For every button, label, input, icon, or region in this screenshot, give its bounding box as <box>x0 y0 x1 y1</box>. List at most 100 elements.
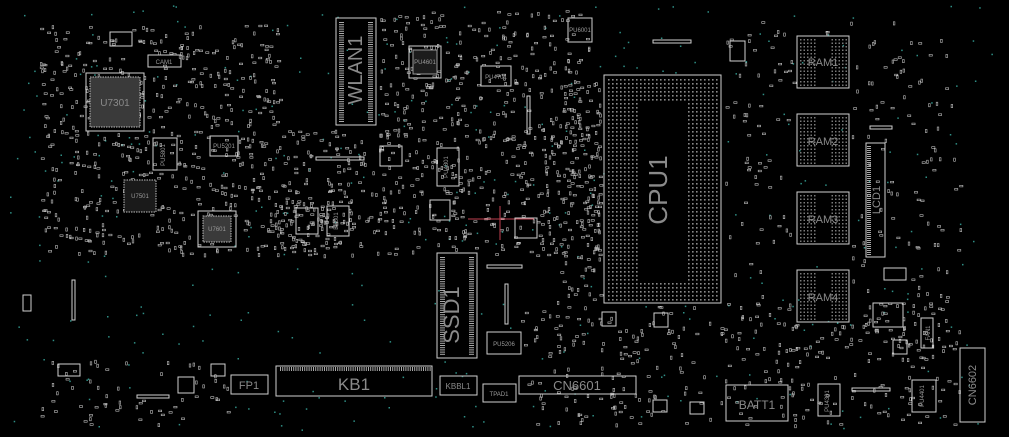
via <box>590 285 593 288</box>
cpu-ball <box>632 223 634 225</box>
smd-pad <box>581 221 584 226</box>
smd-pad <box>832 402 837 406</box>
cpu-ball <box>696 247 698 249</box>
pu4301-chip[interactable]: PU4301 <box>817 383 841 417</box>
smd-pad <box>267 100 272 103</box>
cam1-connector[interactable]: CAM1 <box>147 54 182 68</box>
lcd-pin <box>867 162 871 163</box>
smd-pad <box>908 388 911 393</box>
lcd1-connector[interactable]: LCD1 <box>865 142 886 258</box>
ssd-pin <box>469 314 474 316</box>
smd-pad <box>945 54 948 58</box>
smd-pad <box>749 262 754 266</box>
ram-ball <box>800 237 802 239</box>
smd-pad <box>53 129 56 133</box>
via <box>753 337 755 339</box>
smd-pad <box>273 90 276 95</box>
smd-pad <box>575 70 578 75</box>
kb1-connector[interactable]: KB1 <box>275 365 433 397</box>
via <box>592 415 594 417</box>
smd-pad <box>744 385 747 390</box>
ram3-chip[interactable]: RAM3 <box>796 191 850 245</box>
tpad1-connector[interactable]: TPAD1 <box>482 383 517 403</box>
ram2-chip[interactable]: RAM2 <box>796 113 850 167</box>
smd-pad <box>48 145 53 148</box>
smd-pad <box>149 171 153 175</box>
cn6602-connector[interactable]: CN6602 <box>959 347 986 423</box>
batt1-connector[interactable]: BATT1 <box>725 384 789 422</box>
smd-pad <box>138 39 143 42</box>
pu4801-chip[interactable]: PU4801 <box>436 147 460 187</box>
cpu1-component[interactable]: CPU1 <box>603 74 722 304</box>
pu4301-outline <box>817 383 841 417</box>
b8601-chip[interactable]: B8601 <box>326 205 350 237</box>
ram-ball <box>831 124 833 126</box>
cpu-ball <box>692 83 694 85</box>
smd-pad <box>521 65 524 70</box>
fan1-connector[interactable]: FAN1 <box>920 317 934 349</box>
cpu-ball <box>608 135 610 137</box>
smd-pad <box>549 118 553 123</box>
u7501-ic[interactable]: U7501 <box>123 179 157 213</box>
smd-pad <box>464 169 467 174</box>
smd-pad <box>539 396 542 401</box>
pu6001-chip[interactable]: PU6001 <box>567 17 593 43</box>
fp1-connector[interactable]: FP1 <box>230 374 269 395</box>
ram-ball <box>803 233 805 235</box>
ram4-chip[interactable]: RAM4 <box>796 269 850 323</box>
smd-pad <box>171 174 174 179</box>
cpu-ball <box>616 267 618 269</box>
u7601-ic[interactable]: U7601 <box>197 210 237 248</box>
via <box>816 266 818 268</box>
smd-pad <box>359 242 362 247</box>
cpu-ball <box>692 111 694 113</box>
pu5801-chip[interactable]: PU5801 <box>152 137 178 171</box>
cpu-ball <box>616 151 618 153</box>
smd-pad <box>557 190 560 195</box>
cpu-ball <box>668 83 670 85</box>
pu5201-chip[interactable]: PU5201 <box>209 135 239 157</box>
wlan-pin <box>368 114 373 116</box>
cn6601-connector[interactable]: CN6601 <box>518 375 637 395</box>
ram-ball <box>800 56 802 58</box>
smd-pad <box>253 131 256 136</box>
ram-ball <box>800 283 802 285</box>
cpu-ball <box>632 275 634 277</box>
smd-pad <box>959 185 964 188</box>
ssd1-connector[interactable]: SSD1 <box>436 252 478 359</box>
u7301-ic[interactable]: U7301 <box>85 72 145 132</box>
ram-ball <box>807 273 809 275</box>
cpu-ball <box>628 135 630 137</box>
cpu-ball <box>608 79 610 81</box>
cpu-ball <box>688 195 690 197</box>
smd-pad <box>583 201 588 205</box>
smd-pad <box>315 234 320 238</box>
cpu-ball <box>620 271 622 273</box>
cpu-ball <box>628 155 630 157</box>
cpu-ball <box>636 127 638 129</box>
pu4601-chip[interactable]: PU4601 <box>408 45 442 79</box>
ram-ball <box>845 311 847 313</box>
smd-pad <box>190 81 194 84</box>
pu4401-chip[interactable]: PU4401 <box>911 379 937 413</box>
via <box>384 397 386 399</box>
smd-pad <box>559 223 562 228</box>
smd-pad <box>902 68 905 73</box>
cpu-ball <box>692 91 694 93</box>
wlan-pin <box>339 99 344 100</box>
pu4701-chip[interactable]: PU4701 <box>480 65 512 87</box>
wlan1-module[interactable]: WLAN1 <box>335 17 377 126</box>
smd-pad <box>313 252 318 256</box>
ram-ball <box>803 212 805 214</box>
ram1-chip[interactable]: RAM1 <box>796 35 850 89</box>
cpu-ball <box>688 155 690 157</box>
smd-pad <box>229 206 232 211</box>
smd-pad <box>138 402 143 405</box>
smd-pad <box>415 178 420 181</box>
smd-pad <box>759 105 764 108</box>
kb-pin <box>297 367 299 371</box>
ram-ball <box>807 39 809 41</box>
kbbl1-connector[interactable]: KBBL1 <box>439 375 478 396</box>
pu5206-chip[interactable]: PU5206 <box>486 331 522 355</box>
cpu-ball <box>684 83 686 85</box>
